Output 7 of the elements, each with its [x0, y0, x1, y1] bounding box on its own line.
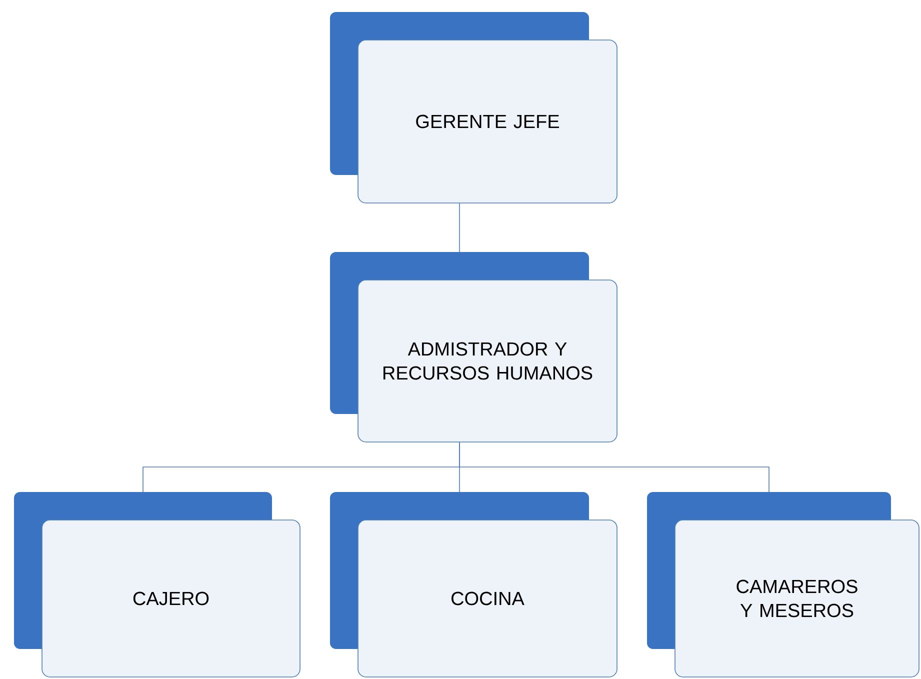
org-box: CAMAREROS Y MESEROS — [647, 492, 920, 678]
connector-line — [459, 203, 460, 252]
org-box: COCINA — [330, 492, 618, 678]
org-box: ADMISTRADOR Y RECURSOS HUMANOS — [330, 252, 618, 442]
connector-line — [459, 442, 770, 492]
org-box: CAJERO — [14, 492, 300, 678]
org-box: GERENTE JEFE — [330, 12, 618, 204]
